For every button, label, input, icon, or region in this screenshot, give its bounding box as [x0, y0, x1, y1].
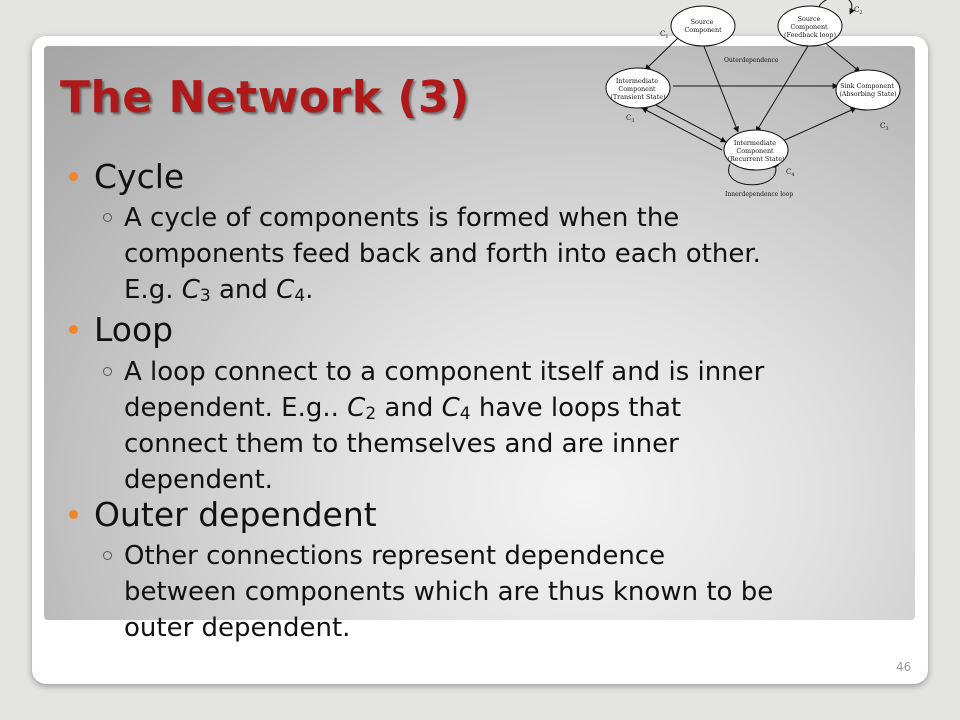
label-outerdependence: Outerdependence	[724, 57, 779, 64]
node-intermediate-recurrent	[723, 129, 789, 171]
inner-loop-c4	[728, 161, 779, 186]
node-transient-label-1: Intermediate	[616, 77, 658, 85]
math-c4: C4	[276, 275, 306, 306]
edge-source-to-recurrent	[702, 43, 739, 133]
bullet-cycle: Cycle	[68, 157, 185, 196]
node-feedback-label-3: (Feedback loop)	[784, 31, 836, 39]
label-c1: C1	[660, 30, 669, 40]
loop-line-1: A loop connect to a component itself and…	[124, 357, 765, 387]
node-recurrent-label-1: Intermediate	[734, 139, 776, 147]
node-recurrent-label-3: (Recurrent State)	[728, 155, 785, 163]
svg-text:Sink Component (Absorbing: Sink Component (Absorbing State)	[839, 82, 896, 98]
sub-bullet-cycle: A cycle of components is formed when the…	[103, 200, 761, 308]
node-intermediate-transient	[605, 67, 671, 109]
node-source-component	[670, 5, 736, 47]
page-number: 46	[896, 660, 912, 674]
cycle-line-1: A cycle of components is formed when the	[124, 203, 680, 233]
node-sink-component	[835, 69, 901, 111]
edge-recurrent-to-sink	[775, 107, 857, 145]
bullet-outer-dependent: Outer dependent	[69, 495, 377, 534]
label-c3-left: C3	[626, 114, 635, 124]
label-c3-right: C3	[880, 122, 889, 132]
feedback-loop-c2	[817, 0, 855, 15]
node-feedback-source-component	[777, 5, 843, 47]
node-feedback-label-1: Source	[798, 15, 821, 23]
svg-text:Source Component: Source Component	[684, 18, 722, 34]
math-c4-loop: C4	[441, 393, 471, 424]
svg-text:Intermediate Component: Intermediate Component (Recurrent State)	[728, 139, 785, 163]
math-c3: C3	[181, 275, 211, 306]
label-c4: C4	[786, 168, 795, 178]
math-c2: C2	[347, 393, 377, 424]
outer-line-1: Other connections represent dependence	[124, 541, 666, 571]
outer-line-2: between components which are thus known …	[124, 577, 774, 607]
sub-bullet-outer-dependent: Other connections represent dependence b…	[102, 538, 774, 646]
node-feedback-label-2: Component	[790, 23, 828, 31]
node-transient-label-3: (Transient State)	[610, 93, 665, 101]
label-c2: C2	[854, 6, 863, 16]
loop-line-4: dependent.	[124, 465, 273, 495]
svg-text:Source Component (Feed: Source Component (Feedback loop)	[784, 15, 836, 39]
edge-recurrent-to-transient	[641, 107, 723, 151]
node-transient-label-2: Component	[618, 85, 656, 93]
svg-text:Intermediate Component: Intermediate Component (Transient State)	[610, 77, 665, 101]
loop-line-3: connect them to themselves and are inner	[124, 429, 679, 459]
node-recurrent-label-2: Component	[736, 147, 774, 155]
outer-line-3: outer dependent.	[124, 613, 351, 643]
cycle-line-2: components feed back and forth into each…	[124, 239, 761, 269]
network-diagram: Source Component Source Component (Feedb…	[605, 0, 901, 198]
loop-line-2: dependent. E.g.. C2 and C4 have loops th…	[124, 393, 682, 424]
edge-feedback-to-sink	[823, 41, 861, 73]
edge-source-to-transient	[644, 35, 681, 71]
sub-bullet-loop: A loop connect to a component itself and…	[102, 354, 765, 498]
label-innerdependence-loop: Innerdependence loop	[725, 191, 793, 198]
cycle-line-3: E.g. C3 and C4.	[124, 275, 314, 306]
node-sink-label-2: (Absorbing State)	[839, 90, 896, 98]
node-source-label-2: Component	[684, 26, 722, 34]
bullet-loop: Loop	[68, 310, 174, 349]
edge-transient-to-recurrent	[653, 103, 727, 143]
node-sink-label-1: Sink Component	[840, 82, 894, 90]
slide-title: The Network (3)	[60, 72, 470, 123]
node-source-label-1: Source	[691, 18, 714, 26]
edge-feedback-to-recurrent	[755, 45, 809, 133]
